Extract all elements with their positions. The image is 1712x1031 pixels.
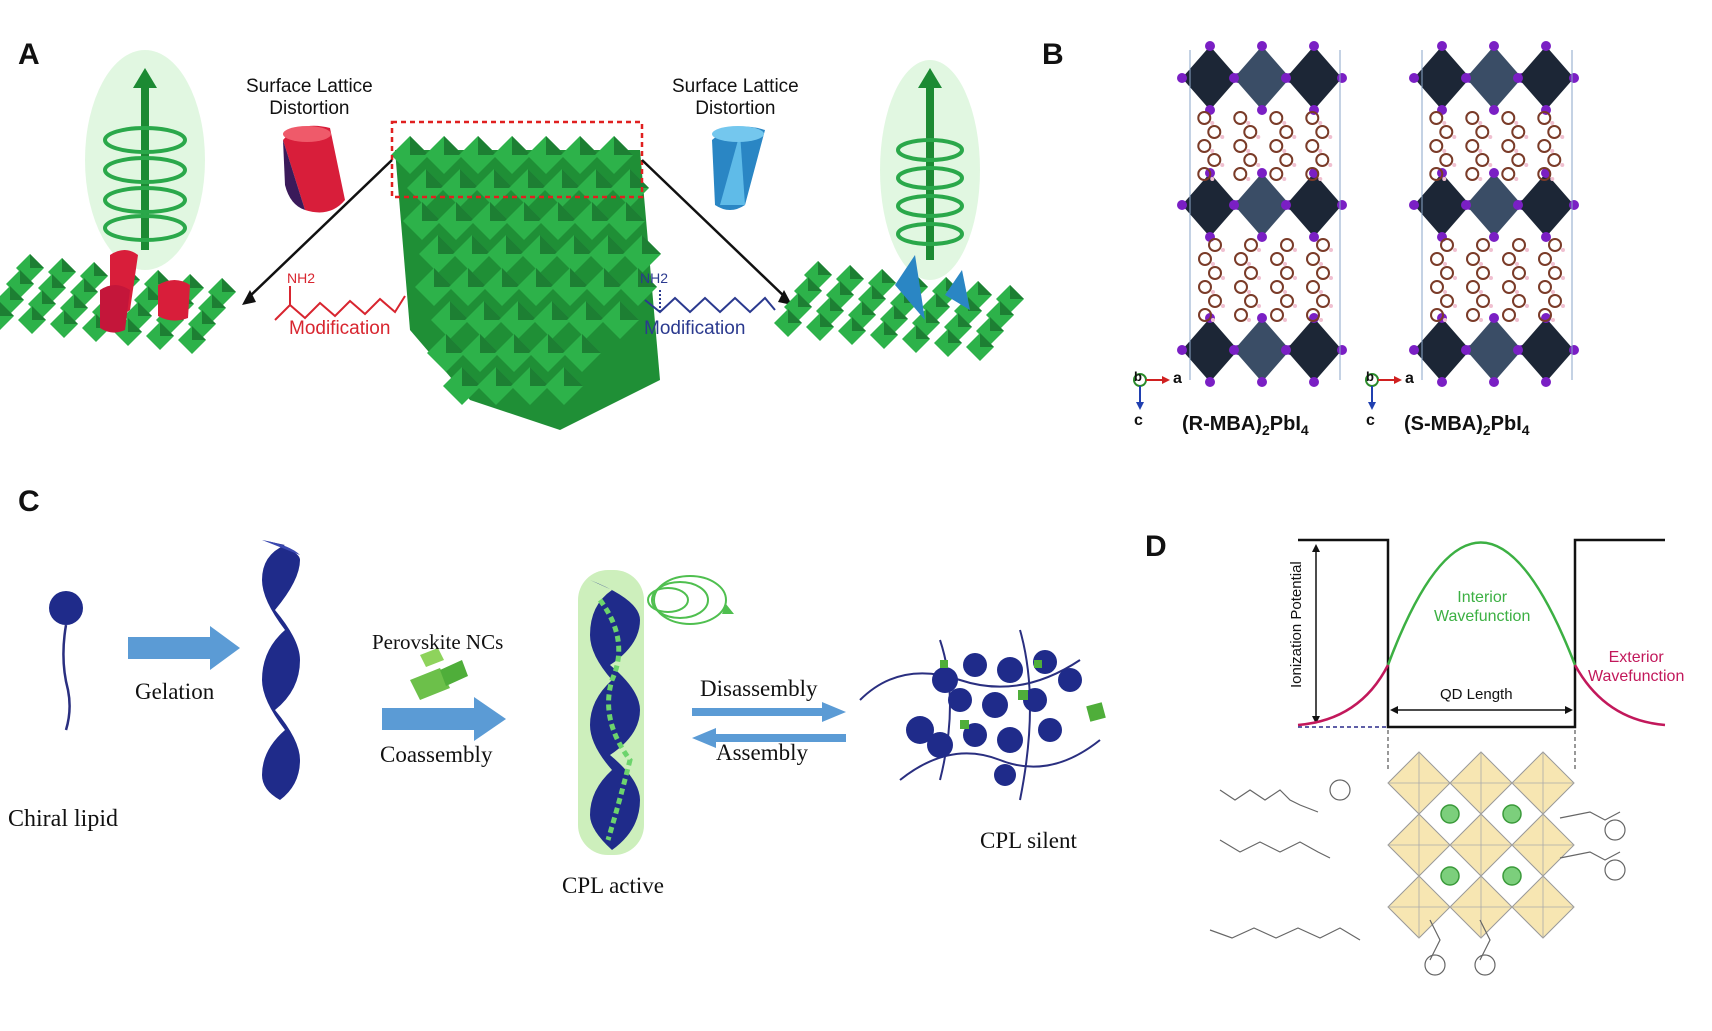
formula-s: (S-MBA)2PbI4 [1404, 413, 1530, 438]
disassembly-arrow [692, 702, 846, 722]
axis-marker-right [1365, 373, 1402, 410]
chiral-lipid-icon [49, 591, 83, 731]
formula-s-sub1: 2 [1482, 422, 1491, 438]
left-chiral-molecule [274, 286, 406, 321]
chiral-lipid-label: Chiral lipid [8, 806, 118, 832]
assembly-arrow [692, 728, 846, 748]
axis-c-right: c [1366, 412, 1375, 429]
right-chiral-helix [880, 60, 980, 280]
gelation-label: Gelation [135, 679, 215, 704]
panel-label-d: D [1145, 530, 1167, 563]
interior-wavefunction-label: Interior Wavefunction [1434, 588, 1530, 626]
exterior-line2: Wavefunction [1588, 668, 1685, 685]
nh2-left: NH2 [287, 270, 316, 286]
panel-label-a: A [18, 38, 40, 71]
cpl-silent-label: CPL silent [980, 828, 1077, 853]
formula-r: (R-MBA)2PbI4 [1182, 413, 1309, 438]
twisted-ribbon [262, 540, 300, 800]
disassembly-label: Disassembly [700, 676, 818, 701]
left-chiral-helix [85, 50, 205, 270]
formula-s-sub2: 4 [1521, 422, 1530, 438]
ionization-arrow [1312, 544, 1320, 724]
exterior-line1: Exterior [1608, 649, 1664, 666]
arrow-right [641, 159, 787, 299]
exterior-wavefunction-label: Exterior Wavefunction [1588, 648, 1684, 686]
axis-b-left: b [1134, 369, 1142, 384]
potential-well [1298, 538, 1665, 729]
formula-r-sub1: 2 [1261, 422, 1270, 438]
axis-marker-left [1133, 373, 1170, 410]
axis-a-right: a [1405, 370, 1414, 387]
perovskite-label: Perovskite NCs [372, 630, 504, 654]
distortion-right-line2: Distortion [695, 98, 776, 119]
cpl-active-label: CPL active [562, 873, 664, 898]
exterior-wavefunction-left [1297, 664, 1390, 727]
distortion-left-line1: Surface Lattice [246, 76, 373, 97]
blue-cones-on-slab [895, 255, 970, 320]
nh2-right: NH2 [640, 270, 669, 286]
formula-s-mid: PbI [1490, 413, 1522, 435]
qd-length-label: QD Length [1440, 686, 1513, 703]
exterior-wavefunction-right [1573, 664, 1666, 727]
coassembly-label: Coassembly [380, 742, 493, 767]
octahedra-grid [391, 136, 661, 405]
formula-s-pre: (S-MBA) [1404, 413, 1483, 435]
arrow-left [247, 159, 393, 299]
panel-label-b: B [1042, 38, 1064, 71]
coassembly-arrow [382, 697, 506, 741]
surface-ligands [1209, 779, 1626, 976]
interior-wavefunction-curve [1386, 541, 1577, 666]
formula-r-mid: PbI [1269, 413, 1301, 435]
distortion-label-right: Surface Lattice Distortion [672, 76, 799, 120]
interior-line1: Interior [1457, 589, 1508, 606]
modification-right: Modification [644, 318, 746, 339]
cpl-silent-cluster [859, 629, 1106, 801]
crystal-structure-s [1409, 41, 1579, 387]
formula-r-sub2: 4 [1300, 422, 1309, 438]
axis-a-left: a [1173, 370, 1182, 387]
red-cones-on-slab [100, 250, 190, 333]
panel-label-c: C [18, 485, 40, 518]
interior-line2: Wavefunction [1434, 608, 1531, 625]
red-distortion-cone [283, 125, 345, 213]
distortion-right-line1: Surface Lattice [672, 76, 799, 97]
cpl-active-helix [578, 570, 734, 855]
modification-left: Modification [289, 318, 391, 339]
distortion-left-line2: Distortion [269, 98, 350, 119]
axis-c-left: c [1134, 412, 1143, 429]
qd-length-arrow [1390, 706, 1573, 714]
blue-distortion-cone [712, 126, 765, 210]
gelation-arrow [128, 626, 240, 670]
assembly-label: Assembly [716, 740, 808, 765]
right-chiral-molecule [644, 288, 776, 314]
axis-b-right: b [1366, 369, 1374, 384]
ionization-label: Ionization Potential [1288, 561, 1305, 688]
quantum-dot-lattice [1387, 751, 1575, 939]
crystal-structure-r [1177, 41, 1347, 387]
perovskite-ncs-icon [410, 648, 468, 700]
distortion-label-left: Surface Lattice Distortion [246, 76, 373, 120]
formula-r-pre: (R-MBA) [1182, 413, 1262, 435]
surface-highlight-box [390, 120, 644, 199]
